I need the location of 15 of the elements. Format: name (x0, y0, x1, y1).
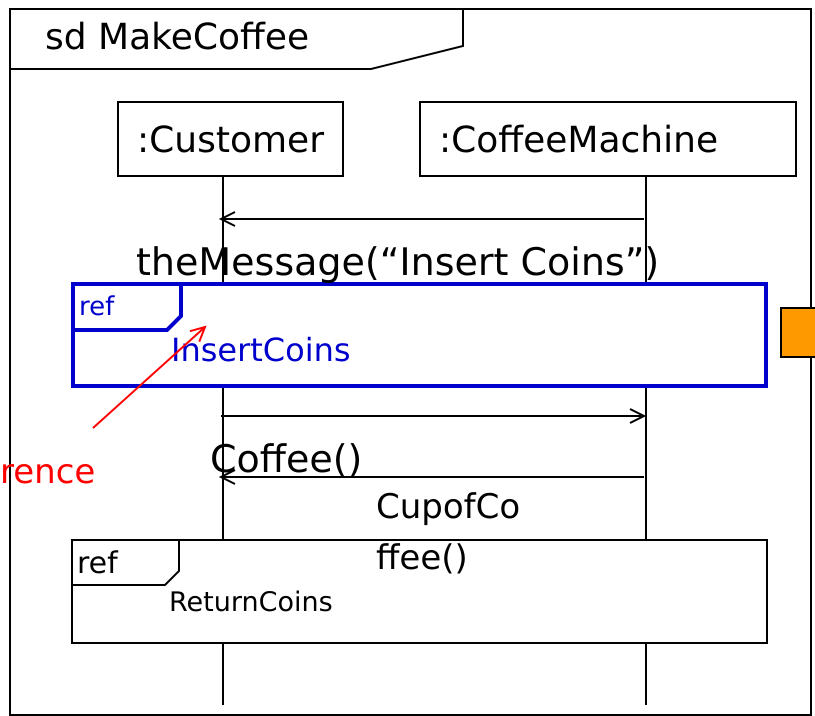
interaction-use-box (71, 539, 768, 644)
marker-box (780, 307, 815, 358)
ref-keyword: ref (79, 294, 114, 320)
ref-keyword: ref (77, 549, 118, 579)
interaction-name: InsertCoins (171, 334, 351, 366)
interaction-use-box (71, 282, 768, 388)
message-label: CupofCo ffee() (376, 486, 522, 580)
interaction-name: ReturnCoins (169, 589, 333, 616)
lifeline-name: :CoffeeMachine (439, 123, 718, 159)
frame-heading: sd MakeCoffee (45, 20, 310, 56)
message-arrow (220, 469, 644, 485)
message-arrow (221, 408, 645, 424)
lifeline-name: :Customer (137, 123, 324, 159)
message-arrow (220, 211, 644, 227)
leader-arrow (92, 326, 206, 429)
